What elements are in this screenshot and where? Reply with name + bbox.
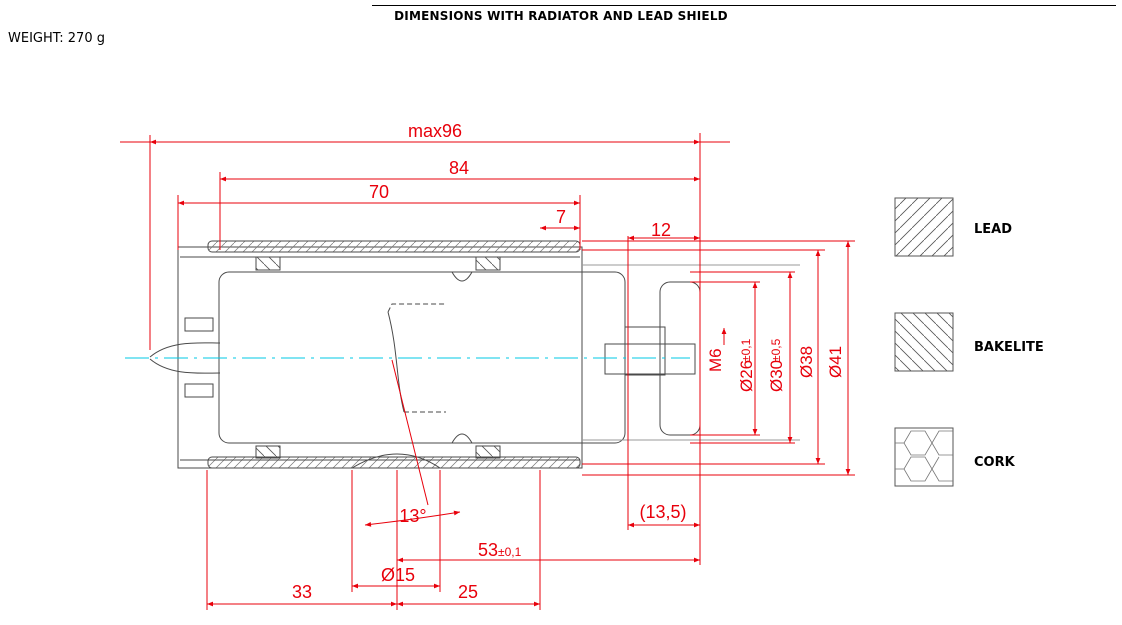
legend-label-cork: CORK [974,455,1016,470]
dim-m6: M6 [706,348,725,372]
dim-d26-tol: ±0,1 [739,338,753,362]
dim-53-tol: ±0,1 [498,545,522,559]
weight-label: WEIGHT: 270 g [8,31,105,46]
dim-70: 70 [369,182,389,202]
dim-25: 25 [458,582,478,602]
dim-d26: Ø26 [737,360,756,392]
dim-84: 84 [449,158,469,178]
legend-label-bakelite: BAKELITE [974,340,1044,355]
page-title: DIMENSIONS WITH RADIATOR AND LEAD SHIELD [394,9,728,23]
dim-max96: max96 [408,121,462,141]
legend: LEAD BAKELITE CORK [894,197,1044,487]
dim-angle: 13° [399,506,426,526]
dim-12: 12 [651,220,671,240]
legend-swatch-bakelite [894,312,954,372]
dim-d38: Ø38 [797,346,816,378]
dim-d30: Ø30 [767,360,786,392]
title-rule [372,5,1116,6]
dim-d30-tol: ±0,5 [769,338,783,362]
legend-swatch-lead [894,197,954,257]
dim-53: 53 [478,540,498,560]
dim-33: 33 [292,582,312,602]
dim-d15: Ø15 [381,565,415,585]
legend-swatch-cork [894,427,954,487]
legend-label-lead: LEAD [974,222,1012,237]
dim-13-5: (13,5) [639,502,686,522]
dim-d41: Ø41 [826,346,845,378]
dimension-labels: max96 84 70 7 12 (13,5) 13° 53 ±0,1 Ø15 … [292,121,845,602]
dim-7: 7 [556,207,566,227]
dimension-lines [120,133,855,610]
detector-body [149,240,800,469]
